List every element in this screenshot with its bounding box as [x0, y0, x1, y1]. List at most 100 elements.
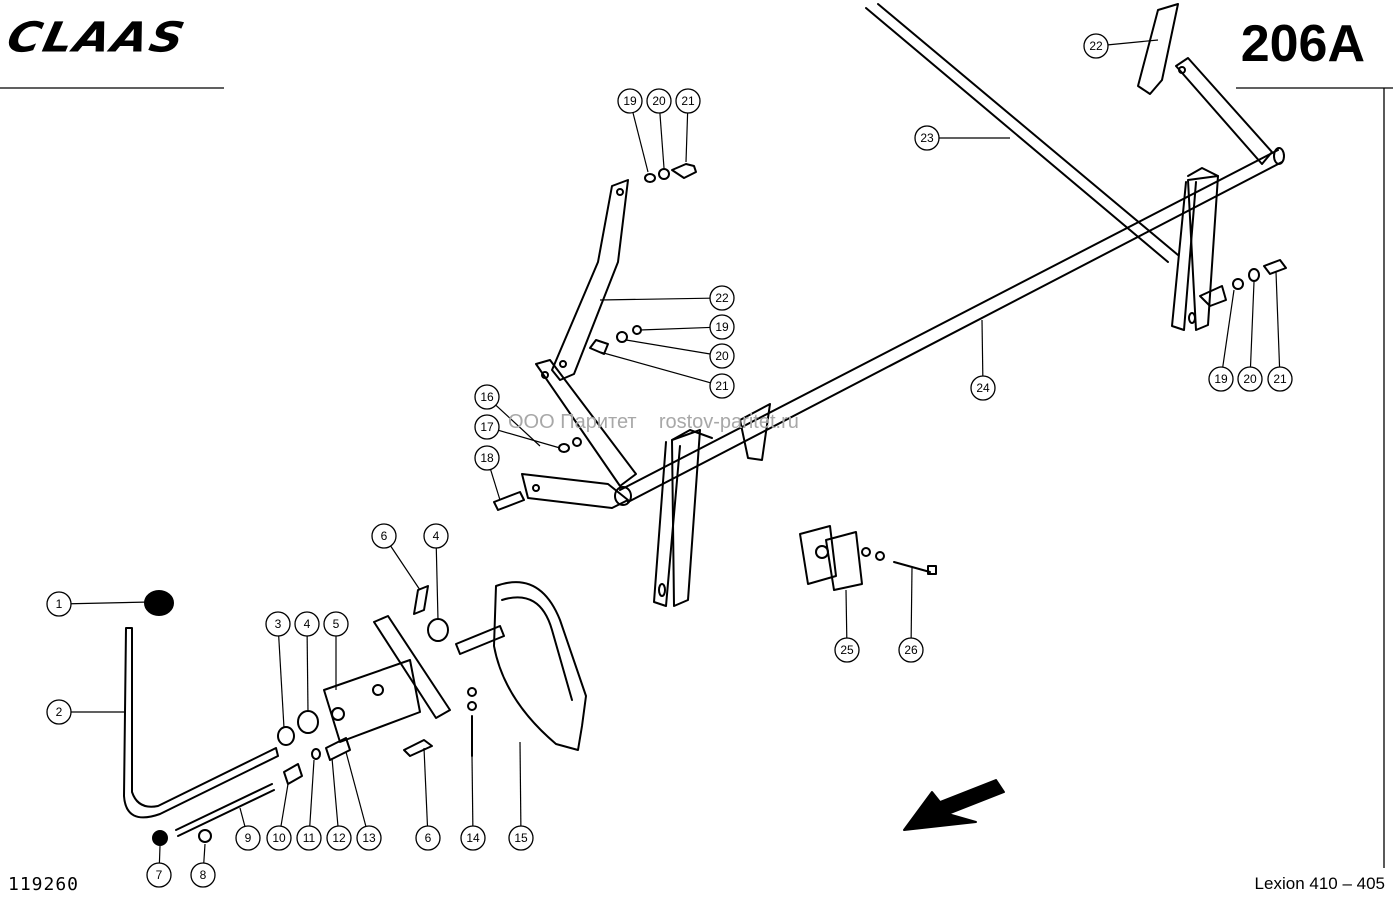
callout-c10: 10 [266, 825, 292, 851]
callout-leader-c6a [390, 545, 421, 591]
callout-leader-c20c [1249, 281, 1255, 368]
callout-c7: 7 [146, 862, 172, 888]
callout-number: 22 [715, 291, 729, 305]
callout-circle [675, 88, 701, 114]
model-label: Lexion 410 – 405 [1254, 874, 1385, 893]
callout-number: 4 [433, 529, 440, 543]
sheet-number: 206A [1240, 15, 1365, 73]
callout-leader-c20b [625, 339, 711, 355]
callout-c6b: 6 [415, 825, 441, 851]
callout-circle [415, 825, 441, 851]
callout-c13: 13 [356, 825, 382, 851]
callout-number: 14 [466, 831, 480, 845]
callout-circle [914, 125, 940, 151]
callout-number: 20 [715, 349, 729, 363]
part-24-shaft [614, 147, 1285, 506]
callout-c5: 5 [323, 611, 349, 637]
callout-leader-c9 [239, 807, 246, 827]
callout-number: 6 [425, 831, 432, 845]
callout-c12: 12 [326, 825, 352, 851]
callout-number: 8 [200, 868, 207, 882]
callout-circle [265, 611, 291, 637]
callout-number: 21 [681, 94, 695, 108]
callout-circle [1208, 366, 1234, 392]
right-fastener-set [1199, 259, 1287, 307]
callout-circle [294, 611, 320, 637]
callout-c11: 11 [296, 825, 322, 851]
callout-c17: 17 [474, 414, 500, 440]
callout-number: 4 [304, 617, 311, 631]
callout-number: 25 [840, 643, 854, 657]
callout-leader-c14 [471, 755, 474, 827]
callout-c20a: 20 [646, 88, 672, 114]
callout-circle [474, 384, 500, 410]
callout-leader-c21a [685, 112, 689, 163]
callout-circle [474, 445, 500, 471]
callout-circle [646, 88, 672, 114]
callout-circle [296, 825, 322, 851]
callout-leader-c21c [1275, 271, 1281, 368]
callout-c16: 16 [474, 384, 500, 410]
callout-number: 21 [715, 379, 729, 393]
callout-c18: 18 [474, 445, 500, 471]
callout-number: 20 [1243, 372, 1257, 386]
callout-circle [898, 637, 924, 663]
callout-circle [474, 414, 500, 440]
right-shaft-bracket [1171, 167, 1219, 331]
callout-leader-c4b [435, 547, 439, 621]
callout-circle [371, 523, 397, 549]
callout-leader-c4a [306, 635, 309, 713]
callout-leader-c25 [845, 589, 848, 639]
part-1-knob [144, 590, 174, 616]
callout-number: 9 [245, 831, 252, 845]
callout-c3: 3 [265, 611, 291, 637]
callout-number: 5 [333, 617, 340, 631]
callout-leader-c16 [495, 404, 541, 447]
callout-circle [146, 862, 172, 888]
callout-c21b: 21 [709, 373, 735, 399]
callout-c25: 25 [834, 637, 860, 663]
drawing-number: 119260 [8, 874, 80, 895]
callout-c22b: 22 [1083, 33, 1109, 59]
callout-leader-c24 [981, 319, 984, 377]
callout-c2: 2 [46, 699, 72, 725]
callout-c21c: 21 [1267, 366, 1293, 392]
callout-circle [356, 825, 382, 851]
callout-number: 2 [56, 705, 63, 719]
callout-number: 19 [623, 94, 637, 108]
callout-leader-c26 [910, 567, 913, 639]
lower-lever-arm [535, 359, 637, 487]
callout-circle [326, 825, 352, 851]
callout-c4a: 4 [294, 611, 320, 637]
callout-circle [460, 825, 486, 851]
callout-circle [423, 523, 449, 549]
callout-circle [709, 343, 735, 369]
callout-number: 16 [480, 390, 494, 404]
part-26-bolt [861, 547, 937, 575]
callout-c19a: 19 [617, 88, 643, 114]
callout-number: 12 [332, 831, 346, 845]
callout-c4b: 4 [423, 523, 449, 549]
parts-7-8-nuts [152, 829, 212, 846]
callout-c26: 26 [898, 637, 924, 663]
parts-drawing [123, 3, 1287, 846]
callout-leader-c19c [1222, 289, 1235, 368]
callout-number: 15 [514, 831, 528, 845]
part-15-quadrant [455, 581, 587, 751]
callout-number: 26 [904, 643, 918, 657]
travel-direction-arrow [903, 779, 1005, 831]
callout-leader-c6b [423, 747, 429, 827]
part-14-bolt [467, 687, 477, 757]
callout-c20c: 20 [1237, 366, 1263, 392]
middle-fastener-set [589, 325, 642, 355]
callout-number: 7 [156, 868, 163, 882]
callout-c1: 1 [46, 591, 72, 617]
callout-number: 3 [275, 617, 282, 631]
callout-number: 22 [1089, 39, 1103, 53]
part-22-link [551, 179, 629, 381]
callout-c21a: 21 [675, 88, 701, 114]
callout-leader-c10 [280, 783, 289, 827]
callout-number: 18 [480, 451, 494, 465]
leader-lines [70, 39, 1281, 864]
